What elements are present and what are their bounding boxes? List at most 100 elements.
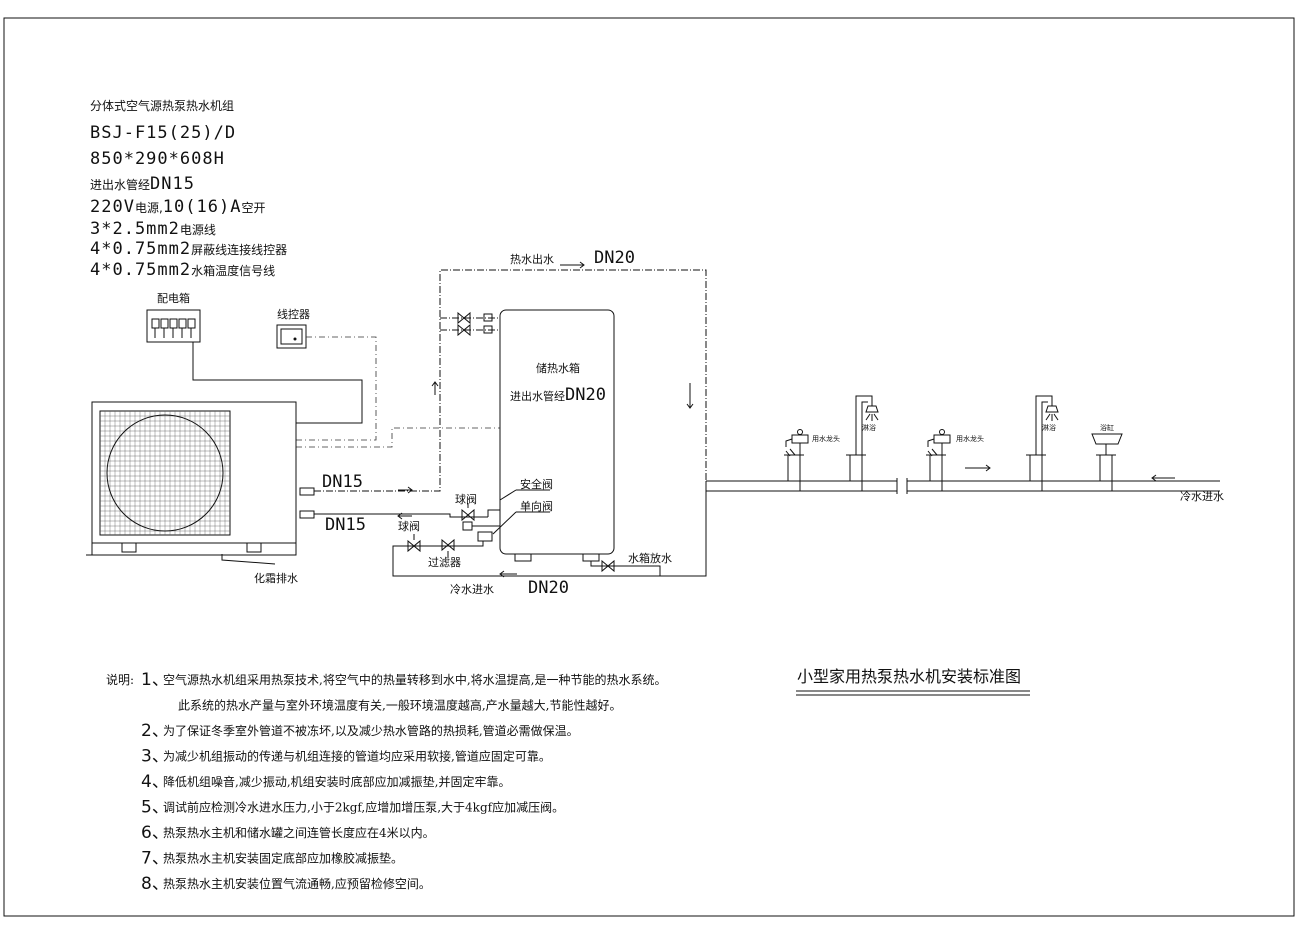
note-text: 为减少机组振动的传递与机组连接的管道均应采用软接,管道应固定可靠。 <box>163 749 551 764</box>
tank-drain-valve <box>601 559 615 573</box>
spec-cable-sensor: 4*0.75mm2水箱温度信号线 <box>90 260 275 280</box>
spec-power-breaker: 10(16)A <box>163 197 242 217</box>
note-text: 空气源热水机组采用热泵技术,将空气中的热量转移到水中,将水温提高,是一种节能的热… <box>163 672 666 687</box>
notes-prefix: 说明: <box>106 672 134 687</box>
cold-inlet-pipe <box>392 481 707 577</box>
label-dn15-lower: DN15 <box>325 515 366 535</box>
label-ball-valve-1: 球阀 <box>455 492 477 506</box>
note-text: 热泵热水主机和储水罐之间连管长度应在4米以内。 <box>163 825 435 840</box>
note-text: 为了保证冬季室外管道不被冻坏,以及减少热水管路的热损耗,管道必需做保温。 <box>163 723 579 738</box>
note-number: 4、 <box>141 772 169 792</box>
safety-check-valves: 球阀 安全阀 单向阀 <box>455 477 553 542</box>
label-dn20-top: DN20 <box>594 248 635 268</box>
label-cold-in-right: 冷水进水 <box>1180 490 1224 503</box>
label-basin: 浴缸 <box>1100 423 1114 432</box>
tank-pipe-value: DN20 <box>565 385 606 405</box>
note-number: 6、 <box>141 823 169 843</box>
drawing-title: 小型家用热泵热水机安装标准图 <box>797 667 1021 686</box>
spec-title: 分体式空气源热泵热水机组 <box>90 98 234 113</box>
spec-cable-power: 3*2.5mm2电源线 <box>90 219 216 239</box>
tank-sensor-cable <box>296 427 500 448</box>
fan-circle <box>106 414 224 532</box>
label-ball-valve-2: 球阀 <box>398 519 420 533</box>
wire-controller: 线控器 <box>276 307 310 349</box>
distribution-box-body <box>146 309 201 343</box>
ball-valve-1-symbol <box>461 508 475 522</box>
spec-power: 220V电源,10(16)A空开 <box>90 197 265 217</box>
label-shower-2: 淋浴 <box>1042 423 1056 432</box>
fixture-risers <box>784 454 1116 491</box>
label-cold-in-bottom: 冷水进水 <box>450 583 494 596</box>
bath-basin: 浴缸 <box>1091 423 1123 455</box>
spec-model: BSJ-F15(25)/D <box>90 123 236 143</box>
distribution-box: 配电箱 <box>146 291 201 343</box>
distribution-box-label: 配电箱 <box>157 291 190 305</box>
note-text: 调试前应检测冷水进水压力,小于2kgf,应增加增压泵,大于4kgf应加减压阀。 <box>163 800 564 815</box>
unit-return-pipe <box>314 513 488 518</box>
tank-drain-pipe <box>590 561 661 576</box>
note-number: 5、 <box>141 798 169 818</box>
pipe-break <box>896 477 908 495</box>
notes-list: 1、空气源热水机组采用热泵技术,将空气中的热量转移到水中,将水温提高,是一种节能… <box>141 670 666 894</box>
spec-cable-controller-size: 4*0.75mm2 <box>90 239 191 259</box>
note-text: 此系统的热水产量与室外环境温度有关,一般环境温度越高,产水量越大,节能性越好。 <box>178 698 621 713</box>
label-check-valve: 单向阀 <box>520 499 553 513</box>
spec-cable-controller: 4*0.75mm2屏蔽线连接线控器 <box>90 239 287 259</box>
unit-foot-left <box>121 542 137 553</box>
note-number: 2、 <box>141 721 169 741</box>
shower-2: 淋浴 <box>1035 395 1059 455</box>
controller-cable <box>296 336 377 441</box>
note-text: 热泵热水主机安装固定底部应加橡胶减振垫。 <box>163 851 403 866</box>
tank-label: 储热水箱 <box>536 361 580 375</box>
wire-controller-label: 线控器 <box>277 307 310 321</box>
label-filter: 过滤器 <box>428 556 461 569</box>
defrost-drain-label: 化霜排水 <box>254 571 298 585</box>
tank-pipe-spec: 进出水管经DN20 <box>510 385 606 405</box>
label-dn15-upper: DN15 <box>322 472 363 492</box>
spec-cable-sensor-label: 水箱温度信号线 <box>191 263 275 278</box>
spec-pipe-value: DN15 <box>150 174 195 194</box>
spec-cable-controller-label: 屏蔽线连接线控器 <box>191 242 287 257</box>
label-faucet-1: 用水龙头 <box>812 434 840 443</box>
spec-pipe-prefix: 进出水管经 <box>90 177 150 192</box>
label-shower-1: 淋浴 <box>862 423 876 432</box>
drawing-frame <box>3 17 1295 917</box>
inlet-filter: 过滤器 <box>428 538 461 569</box>
installation-notes: 说明: 1、空气源热水机组采用热泵技术,将空气中的热量转移到水中,将水温提高,是… <box>106 670 666 894</box>
note-text: 降低机组噪音,减少振动,机组安装时底部应加减振垫,并固定牢靠。 <box>163 774 510 789</box>
note-text: 热泵热水主机安装位置气流通畅,应预留检修空间。 <box>163 876 431 891</box>
note-number: 7、 <box>141 849 169 869</box>
spec-pipe: 进出水管经DN15 <box>90 174 195 194</box>
drawing-title-block: 小型家用热泵热水机安装标准图 <box>796 667 1030 696</box>
note-number: 1、 <box>141 670 169 690</box>
spec-size: 850*290*608H <box>90 149 225 169</box>
storage-tank: 储热水箱 进出水管经DN20 <box>499 309 615 562</box>
spec-cable-power-size: 3*2.5mm2 <box>90 219 180 239</box>
household-piping: 用水龙头 淋浴 用水龙头 <box>706 395 1224 503</box>
shower-1: 淋浴 <box>855 395 879 455</box>
note-number: 8、 <box>141 874 169 894</box>
ball-valve-2-symbol <box>407 539 421 553</box>
label-tank-drain: 水箱放水 <box>628 551 672 565</box>
inlet-ball-valve: 球阀 <box>398 519 421 553</box>
label-faucet-2: 用水龙头 <box>956 434 984 443</box>
wire-controller-body <box>276 324 307 349</box>
flow-arrows <box>397 261 1175 578</box>
spec-power-label: 电源, <box>135 201 163 215</box>
unit-foot-right <box>246 542 262 553</box>
label-dn20-bottom: DN20 <box>528 578 569 598</box>
unit-hot-out-pipe <box>314 269 707 492</box>
spec-power-voltage: 220V <box>90 197 135 217</box>
grille-mesh <box>100 411 230 535</box>
breaker-switches <box>151 318 196 338</box>
faucet-2: 用水龙头 <box>927 429 984 457</box>
tank-pipe-prefix: 进出水管经 <box>510 389 565 403</box>
label-safety-valve: 安全阀 <box>520 477 553 491</box>
spec-cable-power-label: 电源线 <box>180 223 216 237</box>
power-cable <box>192 342 363 424</box>
spec-cable-sensor-size: 4*0.75mm2 <box>90 260 191 280</box>
unit-spec-block: 分体式空气源热泵热水机组 BSJ-F15(25)/D 850*290*608H … <box>90 98 287 280</box>
spec-power-switch: 空开 <box>241 201 265 215</box>
heat-pump-unit <box>86 401 315 556</box>
